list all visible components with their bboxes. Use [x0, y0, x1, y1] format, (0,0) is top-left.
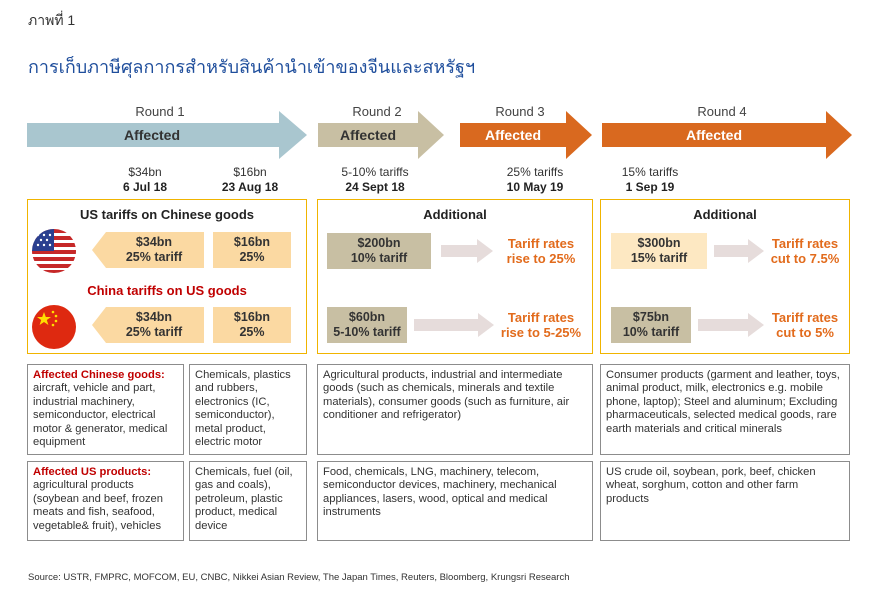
- us-products-r1b: Chemicals, fuel (oil, gas and coals), pe…: [189, 461, 307, 541]
- timeline-date: 23 Aug 18: [221, 180, 279, 194]
- us-r2-rate: Tariff rates rise to 25%: [494, 236, 588, 266]
- rate-line: rise to 5-25%: [500, 325, 582, 340]
- round-1-arrow: [27, 111, 307, 159]
- china-r4-rate: Tariff rates cut to 5%: [764, 310, 846, 340]
- china-r4-box: $75bn 10% tariff: [611, 307, 691, 343]
- us-r4-rate: Tariff rates cut to 7.5%: [764, 236, 846, 266]
- us-products-text: Food, chemicals, LNG, machinery, telecom…: [323, 466, 557, 519]
- us-flag-icon: [32, 229, 76, 273]
- box-rate: 25% tariff: [125, 325, 183, 339]
- timeline-amount: $16bn: [233, 165, 267, 179]
- china-r4-arrow-icon: [698, 313, 764, 337]
- chinese-goods-text: aircraft, vehicle and part, industrial m…: [33, 382, 168, 449]
- us-r1b-box: $16bn 25%: [213, 232, 291, 268]
- round-3-label: Round 3: [495, 104, 545, 119]
- timeline-amount: $34bn: [128, 165, 162, 179]
- us-products-text: agricultural products (soybean and beef,…: [33, 479, 163, 532]
- box-amount: $34bn: [135, 310, 173, 324]
- box-rate: 10% tariff: [350, 251, 408, 265]
- round-1-label: Round 1: [135, 104, 185, 119]
- timeline-amount: 15% tariffs: [621, 165, 679, 179]
- us-r4-box: $300bn 15% tariff: [611, 233, 707, 269]
- box-amount: $300bn: [637, 236, 681, 250]
- timeline-entry: 25% tariffs 10 May 19: [475, 165, 595, 195]
- box-rate: 25%: [239, 250, 265, 264]
- round-4-arrow: [602, 111, 852, 159]
- us-products-heading: Affected US products:: [33, 466, 152, 478]
- us-products-text: Chemicals, fuel (oil, gas and coals), pe…: [195, 466, 293, 532]
- chinese-goods-r4: Consumer products (garment and leather, …: [600, 364, 850, 455]
- chinese-goods-text: Agricultural products, industrial and in…: [323, 369, 570, 422]
- additional-heading-round2: Additional: [423, 207, 487, 222]
- chinese-goods-heading: Affected Chinese goods:: [33, 369, 165, 381]
- rate-line: rise to 25%: [506, 251, 576, 266]
- box-amount: $75bn: [632, 310, 670, 324]
- box-amount: $60bn: [348, 310, 386, 324]
- us-r1a-arrow-box: [92, 232, 204, 268]
- round-2-label: Round 2: [352, 104, 402, 119]
- chinese-goods-text: Chemicals, plastics and rubbers, electro…: [195, 369, 291, 449]
- round-1-arrow-label: Affected: [123, 127, 180, 143]
- us-r1a-box: $34bn 25% tariff: [104, 232, 204, 268]
- china-r2-arrow-icon: [414, 313, 494, 337]
- source-note: Source: USTR, FMPRC, MOFCOM, EU, CNBC, N…: [28, 572, 570, 583]
- round-2-arrow-label: Affected: [339, 127, 396, 143]
- china-flag-icon: [32, 305, 76, 349]
- timeline-date: 10 May 19: [506, 180, 564, 194]
- chinese-goods-r2: Agricultural products, industrial and in…: [317, 364, 593, 455]
- china-tariffs-heading: China tariffs on US goods: [87, 283, 247, 298]
- rate-line: Tariff rates: [771, 310, 839, 325]
- china-r2-rate: Tariff rates rise to 5-25%: [494, 310, 588, 340]
- box-rate: 25%: [239, 325, 265, 339]
- rate-line: Tariff rates: [507, 236, 575, 251]
- timeline-date: 6 Jul 18: [122, 180, 168, 194]
- rate-line: Tariff rates: [507, 310, 575, 325]
- box-amount: $16bn: [233, 235, 271, 249]
- us-products-r2: Food, chemicals, LNG, machinery, telecom…: [317, 461, 593, 541]
- round-3-arrow-label: Affected: [484, 127, 541, 143]
- round-3-arrow: [460, 111, 592, 159]
- chinese-goods-r1b: Chemicals, plastics and rubbers, electro…: [189, 364, 307, 455]
- chinese-goods-text: Consumer products (garment and leather, …: [606, 369, 840, 435]
- box-rate: 10% tariff: [622, 325, 680, 339]
- timeline-entry: 5-10% tariffs 24 Sept 18: [315, 165, 435, 195]
- box-amount: $16bn: [233, 310, 271, 324]
- us-products-r4: US crude oil, soybean, pork, beef, chick…: [600, 461, 850, 541]
- us-products-text: US crude oil, soybean, pork, beef, chick…: [606, 466, 816, 505]
- additional-heading-round4: Additional: [693, 207, 757, 222]
- rate-line: cut to 5%: [776, 325, 834, 340]
- rate-line: Tariff rates: [771, 236, 839, 251]
- china-r1b-box: $16bn 25%: [213, 307, 291, 343]
- us-products-r1a: Affected US products: agricultural produ…: [27, 461, 184, 541]
- us-tariffs-heading: US tariffs on Chinese goods: [79, 207, 255, 222]
- box-amount: $200bn: [357, 236, 401, 250]
- box-rate: 5-10% tariff: [333, 325, 401, 339]
- round-4-label: Round 4: [697, 104, 747, 119]
- rate-line: cut to 7.5%: [770, 251, 840, 266]
- box-amount: $34bn: [135, 235, 173, 249]
- us-r2-box: $200bn 10% tariff: [327, 233, 431, 269]
- timeline-date: 24 Sept 18: [345, 180, 405, 194]
- us-r2-arrow-icon: [441, 239, 493, 263]
- timeline-amount: 25% tariffs: [506, 165, 564, 179]
- china-r1a-box: $34bn 25% tariff: [104, 307, 204, 343]
- figure-title: การเก็บภาษีศุลกากรสำหรับสินค้านำเข้าของจ…: [28, 57, 476, 77]
- chinese-goods-r1a: Affected Chinese goods: aircraft, vehicl…: [27, 364, 184, 455]
- timeline-entry: $16bn 23 Aug 18: [200, 165, 300, 195]
- box-rate: 15% tariff: [630, 251, 688, 265]
- timeline-entry: 15% tariffs 1 Sep 19: [600, 165, 700, 195]
- box-rate: 25% tariff: [125, 250, 183, 264]
- figure-label: ภาพที่ 1: [28, 12, 76, 28]
- timeline-date: 1 Sep 19: [625, 180, 675, 194]
- china-r2-box: $60bn 5-10% tariff: [327, 307, 407, 343]
- china-r1a-arrow-box: [92, 307, 204, 343]
- timeline-entry: $34bn 6 Jul 18: [95, 165, 195, 195]
- us-r4-arrow-icon: [714, 239, 764, 263]
- round-2-arrow: [318, 111, 444, 159]
- timeline-amount: 5-10% tariffs: [341, 165, 409, 179]
- round-4-arrow-label: Affected: [685, 127, 742, 143]
